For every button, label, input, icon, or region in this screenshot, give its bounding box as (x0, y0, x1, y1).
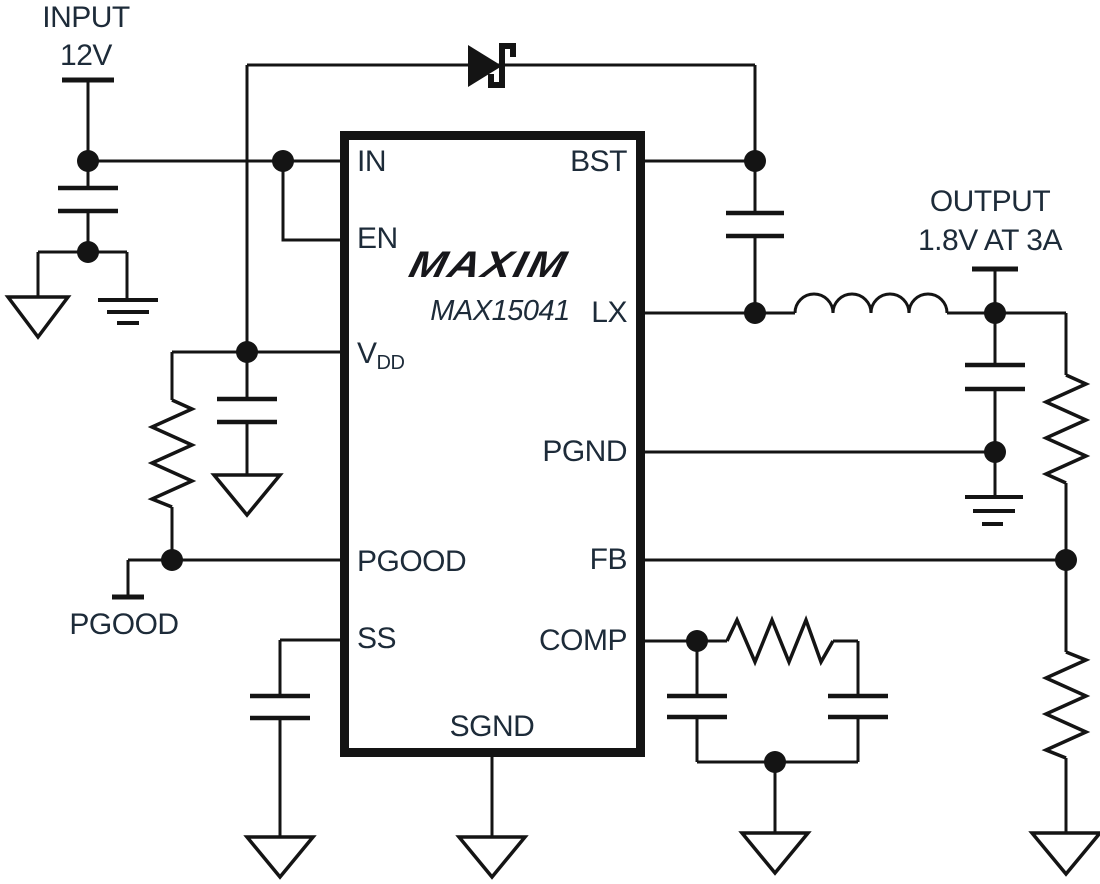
vdd-bypass-capacitor (217, 352, 277, 475)
comp-series-capacitor (828, 639, 888, 762)
input-capacitor (58, 161, 118, 252)
en-wire (281, 161, 344, 242)
vdd-rail-wire (170, 350, 344, 560)
output-capacitor (965, 313, 1025, 452)
pgood-pullup-resistor-icon (147, 398, 197, 509)
bootstrap-capacitor (726, 161, 784, 313)
pin-label-sgnd: SGND (449, 710, 535, 743)
ic-body (340, 131, 645, 757)
pgnd-wire (645, 450, 997, 497)
pgood-wire-and-terminal (112, 558, 344, 600)
pin-label-pgnd: PGND (542, 435, 627, 468)
feedback-resistor-bottom-icon (1041, 650, 1091, 760)
ic-part-number: MAX15041 (430, 295, 570, 327)
pin-label-en: EN (357, 222, 398, 255)
comp-resistor-icon (725, 615, 835, 667)
input-terminal (62, 77, 114, 161)
bootstrap-schottky-diode-icon (468, 43, 516, 88)
maxim-logo: MAXIM (405, 244, 573, 285)
pin-label-in: IN (357, 145, 387, 178)
input-earth-ground-icon (98, 298, 158, 325)
soft-start-capacitor (250, 638, 344, 837)
vdd-triangle-ground-icon (210, 473, 284, 518)
pin-label-lx: LX (591, 296, 627, 329)
pin-label-pgood: PGOOD (357, 545, 467, 578)
lx-to-output-wire (947, 311, 1068, 375)
comp-triangle-ground-icon (738, 831, 812, 876)
pin-label-vdd: VDD (357, 337, 405, 375)
sgnd-triangle-ground-icon (455, 835, 529, 880)
input-triangle-ground-icon (4, 295, 72, 340)
output-spec-label: 1.8V AT 3A (918, 224, 1063, 257)
pgood-terminal-label: PGOOD (69, 608, 179, 641)
pin-label-comp: COMP (539, 624, 628, 657)
pin-label-bst: BST (570, 145, 627, 178)
pin-label-ss: SS (357, 622, 397, 655)
feedback-resistor-top-icon (1041, 373, 1091, 485)
ss-triangle-ground-icon (243, 835, 317, 880)
input-label: INPUT (42, 1, 130, 34)
output-inductor-icon (793, 292, 949, 314)
fb-wire (645, 483, 1068, 562)
comp-parallel-capacitor (667, 641, 727, 762)
pgnd-earth-ground-icon (965, 495, 1023, 526)
junction-dots (77, 150, 1077, 773)
input-voltage-label: 12V (60, 39, 112, 72)
pin-label-fb: FB (589, 543, 628, 576)
fb-triangle-ground-icon (1028, 831, 1100, 877)
output-label: OUTPUT (929, 185, 1051, 218)
